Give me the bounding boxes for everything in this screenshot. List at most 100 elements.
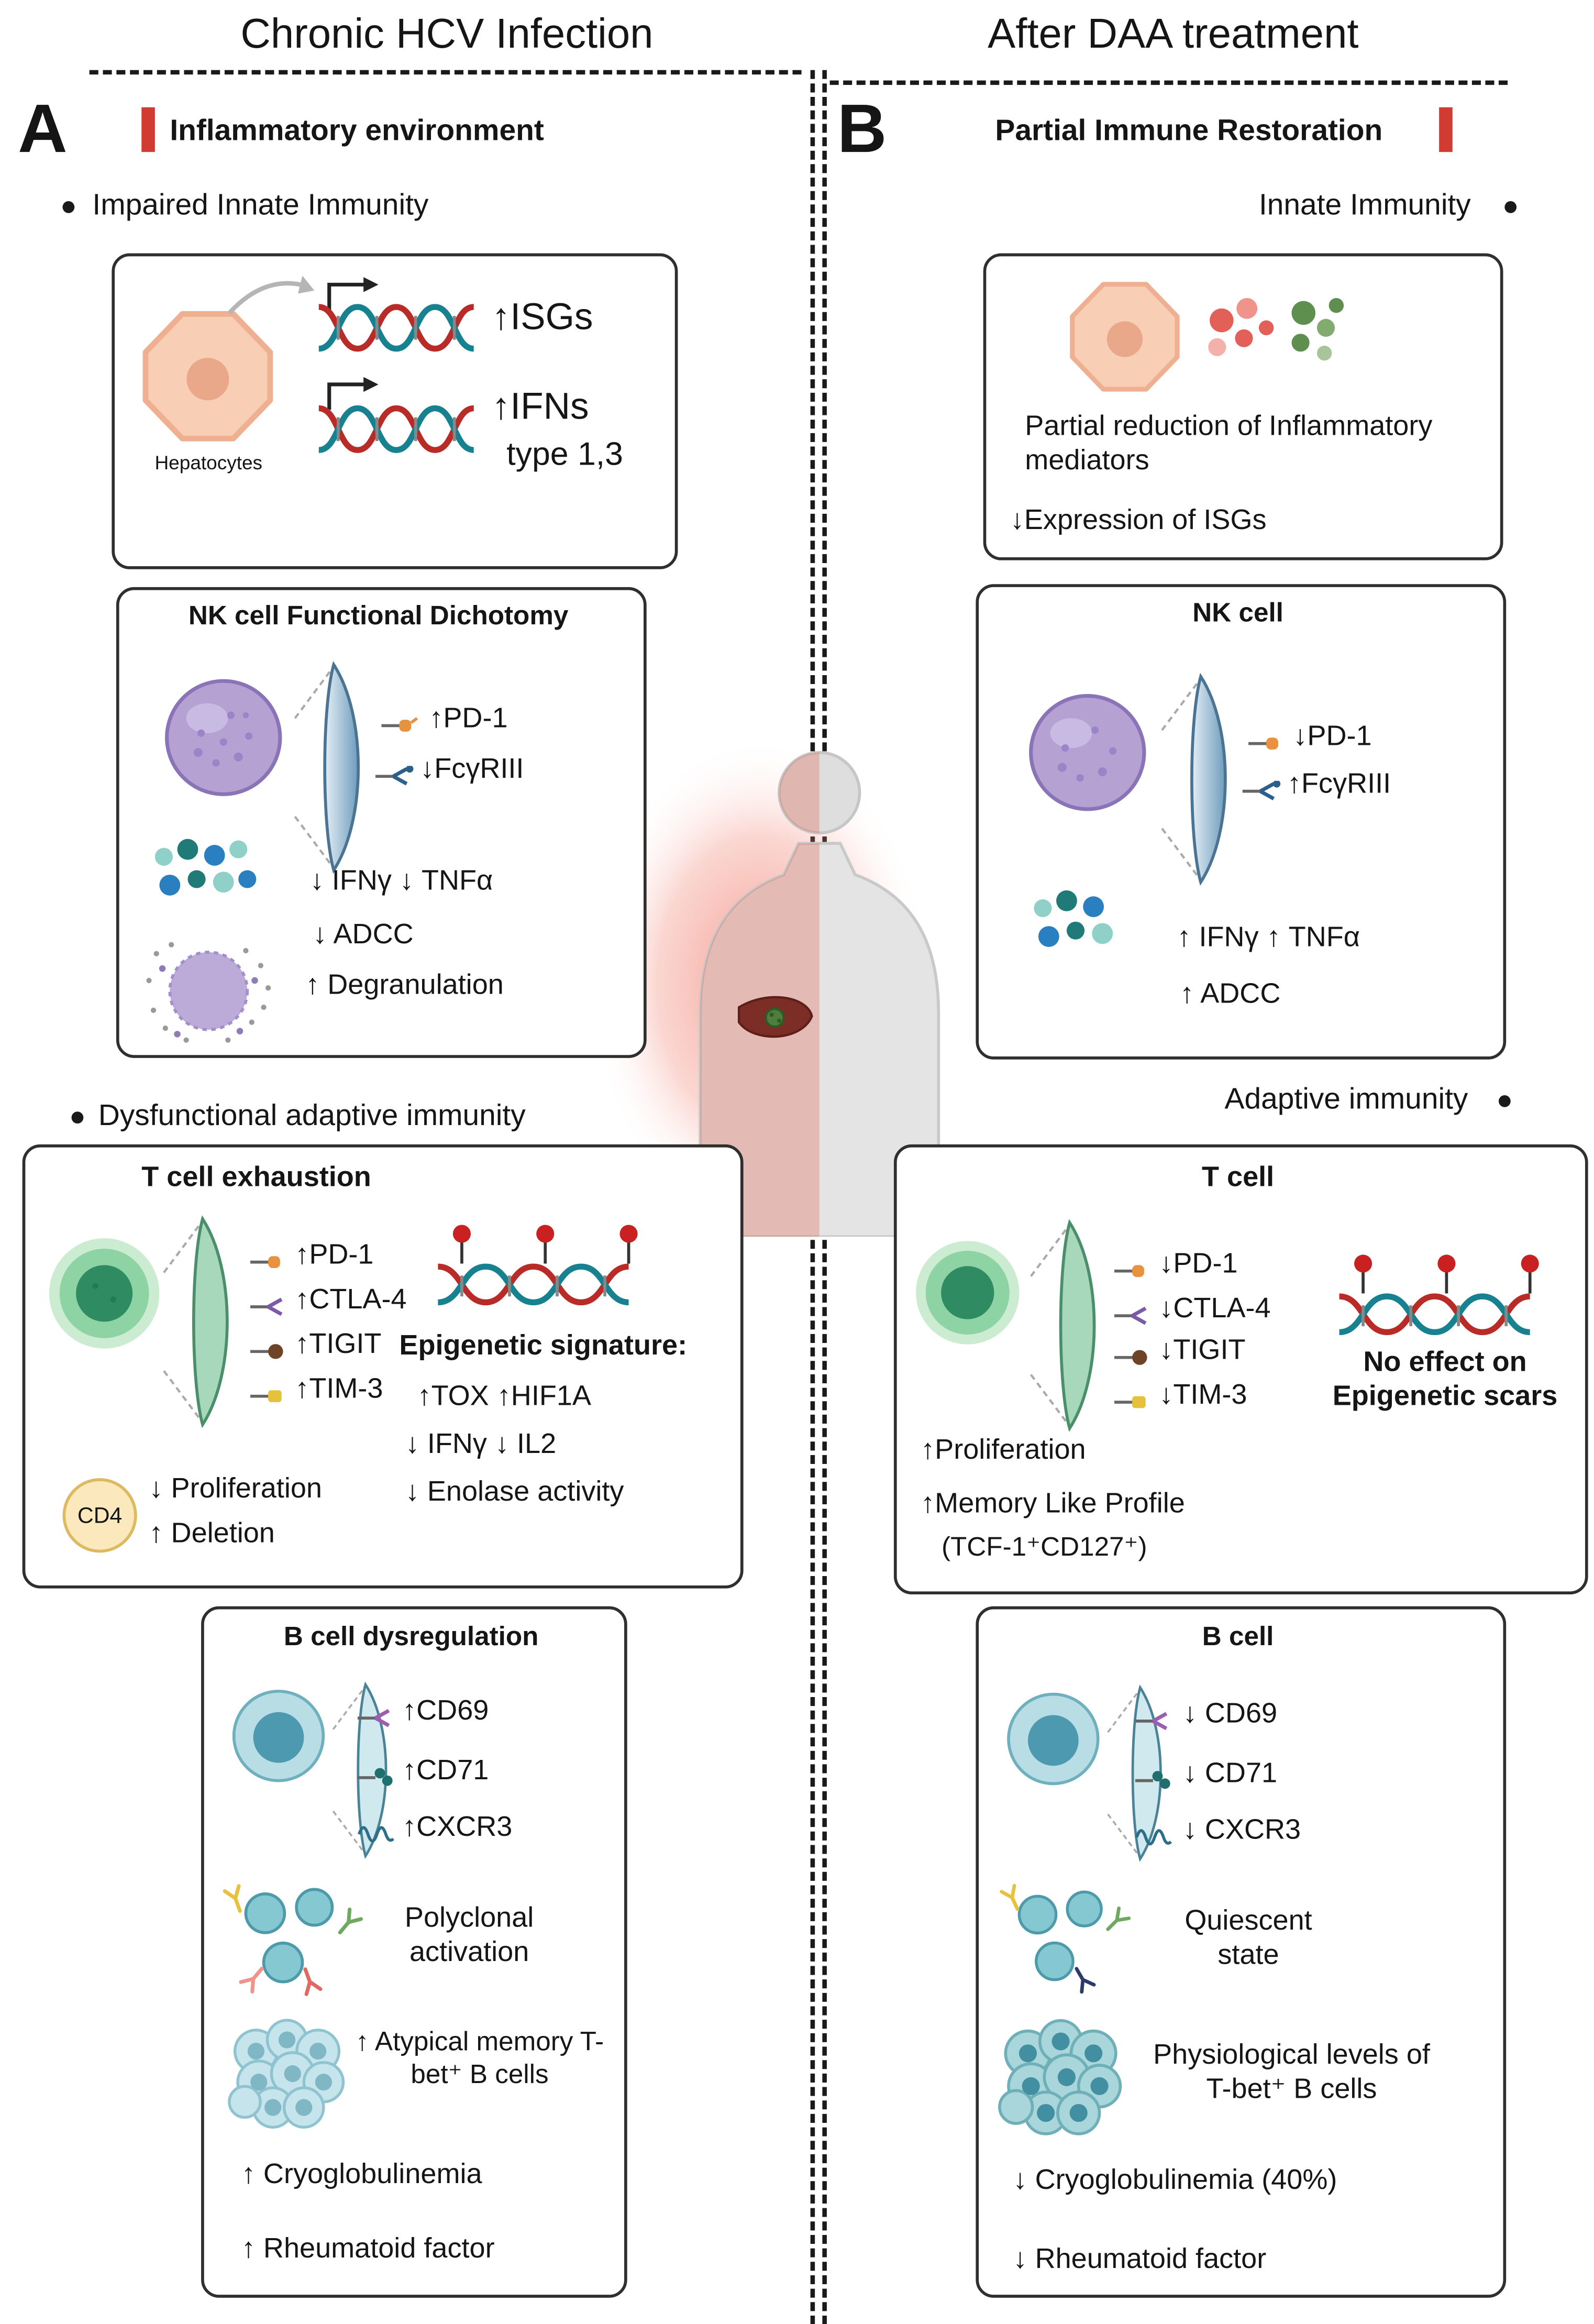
hepatocyte-icon <box>1070 282 1180 392</box>
membrane-lens-icon <box>1107 1684 1162 1862</box>
dna-helix-icon <box>318 405 474 453</box>
atypical-memory-label: ↑ Atypical memory T-bet⁺ B cells <box>355 2026 604 2089</box>
cytokine-dots-icon <box>154 839 257 896</box>
curved-arrow-icon <box>227 276 315 315</box>
nk-adcc-label: ↓ ADCC <box>313 919 414 951</box>
inflammatory-mediators-icon <box>1208 298 1344 361</box>
t-cell-restored-box <box>893 1144 1588 1595</box>
cxcr3-receptor-icon <box>357 1826 395 1843</box>
nk-restored-title: NK cell <box>1192 597 1283 627</box>
tigit-receptor-icon <box>1114 1350 1147 1365</box>
panel-a-heading-bar <box>141 107 155 152</box>
cd69-receptor-icon <box>1135 1712 1168 1731</box>
rheumatoid-label: ↑ Rheumatoid factor <box>241 2233 495 2265</box>
ctla4-receptor-icon <box>250 1297 283 1316</box>
epigenetic-line2: ↓ IFNγ ↓ IL2 <box>405 1429 557 1461</box>
mediators-line2: ↓Expression of ISGs <box>1010 505 1267 537</box>
t2-tim3-label: ↓TIM-3 <box>1159 1380 1247 1412</box>
fcgriii-receptor-icon <box>375 766 414 786</box>
rheumatoid2-label: ↓ Rheumatoid factor <box>1013 2244 1267 2276</box>
b2-cd69-label: ↓ CD69 <box>1182 1699 1278 1730</box>
panel-b-heading: Partial Immune Restoration <box>995 115 1383 148</box>
nk2-fcgriii-label: ↑FcγRIII <box>1287 768 1391 800</box>
ifns-type-label: type 1,3 <box>506 435 623 472</box>
t-proliferation-label: ↓ Proliferation <box>149 1473 322 1505</box>
nk2-cytokines-label: ↑ IFNγ ↑ TNFα <box>1177 922 1360 954</box>
pd1-receptor-icon <box>1114 1265 1144 1277</box>
panel-a-letter: A <box>18 89 68 167</box>
t2-memory-sub-label: (TCF-1⁺CD127⁺) <box>941 1532 1147 1562</box>
b-cell-icon <box>232 1690 325 1782</box>
panel-a-adaptive-bullet: Dysfunctional adaptive immunity <box>98 1099 526 1133</box>
physiological-label: Physiological levels of T-bet⁺ B cells <box>1153 2040 1430 2106</box>
t-cell-icon <box>916 1241 1020 1345</box>
membrane-lens-icon <box>1161 673 1227 886</box>
right-column-title: After DAA treatment <box>988 10 1359 57</box>
b-cxcr3-label: ↑CXCR3 <box>402 1812 513 1844</box>
isgs-label: ↑ISGs <box>491 296 593 338</box>
t-tigit-label: ↑TIGIT <box>295 1329 382 1361</box>
left-column-title: Chronic HCV Infection <box>240 10 654 57</box>
cryoglobulinemia2-label: ↓ Cryoglobulinemia (40%) <box>1013 2165 1337 2197</box>
transcription-arrow-icon <box>327 277 379 310</box>
no-epigenetic-effect-label: No effect on Epigenetic scars <box>1332 1347 1558 1413</box>
panel-b-heading-bar <box>1439 107 1453 152</box>
membrane-lens-icon <box>163 1215 229 1428</box>
nk-pd1-label: ↑PD-1 <box>429 703 508 735</box>
cd71-receptor-icon <box>1135 1771 1170 1789</box>
membrane-lens-icon <box>294 660 360 874</box>
panel-a-heading: Inflammatory environment <box>170 115 544 148</box>
dna-helix-icon <box>318 304 474 352</box>
hepatocytes-label: Hepatocytes <box>154 451 263 474</box>
b2-cd71-label: ↓ CD71 <box>1182 1758 1278 1790</box>
t2-pd1-label: ↓PD-1 <box>1159 1249 1238 1280</box>
epigenetic-title: Epigenetic signature: <box>399 1330 688 1362</box>
t-ctla4-label: ↑CTLA-4 <box>295 1284 407 1316</box>
methylated-dna-icon <box>437 1225 638 1306</box>
panel-b-letter: B <box>837 89 887 167</box>
t2-tigit-label: ↓TIGIT <box>1159 1335 1246 1367</box>
cd69-receptor-icon <box>357 1709 390 1727</box>
t-deletion-label: ↑ Deletion <box>149 1518 275 1550</box>
transcription-arrow-icon <box>327 377 379 410</box>
nk-cell-icon <box>1029 694 1146 811</box>
nk-degranulation-label: ↑ Degranulation <box>305 970 504 1001</box>
left-title-underline <box>89 70 802 75</box>
t-cell-exhaustion-box <box>22 1144 744 1589</box>
fcgriii-receptor-icon <box>1242 780 1281 800</box>
b2-cxcr3-label: ↓ CXCR3 <box>1182 1815 1301 1846</box>
panel-b-adaptive-bullet-dot <box>1498 1095 1511 1107</box>
tim3-receptor-icon <box>1114 1396 1146 1408</box>
pd1-receptor-icon <box>1248 737 1278 750</box>
mediators-line1: Partial reduction of Inflammatory mediat… <box>1025 411 1433 477</box>
panel-a-innate-bullet-dot <box>62 201 75 213</box>
t-cell-restored-title: T cell <box>1201 1162 1275 1194</box>
degranulating-cell-icon <box>146 942 271 1043</box>
t-cell-icon <box>49 1238 160 1349</box>
membrane-lens-icon <box>1030 1219 1096 1432</box>
tim3-receptor-icon <box>250 1390 282 1403</box>
nk-fcgriii-label: ↓FcγRIII <box>420 754 524 786</box>
antibody-cells-icon <box>223 1884 363 1996</box>
epigenetic-line3: ↓ Enolase activity <box>405 1477 624 1508</box>
b-cell-cluster-icon <box>228 2019 345 2129</box>
t-tim3-label: ↑TIM-3 <box>295 1373 383 1405</box>
ifns-label: ↑IFNs <box>491 386 589 428</box>
quiescent-label: Quiescent state <box>1185 1906 1312 1972</box>
nk2-adcc-label: ↑ ADCC <box>1180 979 1281 1010</box>
hepatocyte-icon <box>142 311 273 442</box>
t2-ctla4-label: ↓CTLA-4 <box>1159 1293 1271 1325</box>
ctla4-receptor-icon <box>1114 1306 1147 1325</box>
b-cell-icon <box>1007 1692 1100 1786</box>
pd1-receptor-icon <box>381 717 418 732</box>
antibody-cells-icon <box>1000 1884 1131 1994</box>
cryoglobulinemia-label: ↑ Cryoglobulinemia <box>241 2159 482 2191</box>
nk-cell-icon <box>165 679 282 796</box>
body-silhouette-icon <box>595 737 940 1237</box>
b-cell-restored-title: B cell <box>1202 1621 1274 1651</box>
nk-cytokines-label: ↓ IFNγ ↓ TNFα <box>309 865 493 897</box>
membrane-lens-icon <box>332 1681 388 1859</box>
b-cell-box-title: B cell dysregulation <box>283 1621 539 1651</box>
